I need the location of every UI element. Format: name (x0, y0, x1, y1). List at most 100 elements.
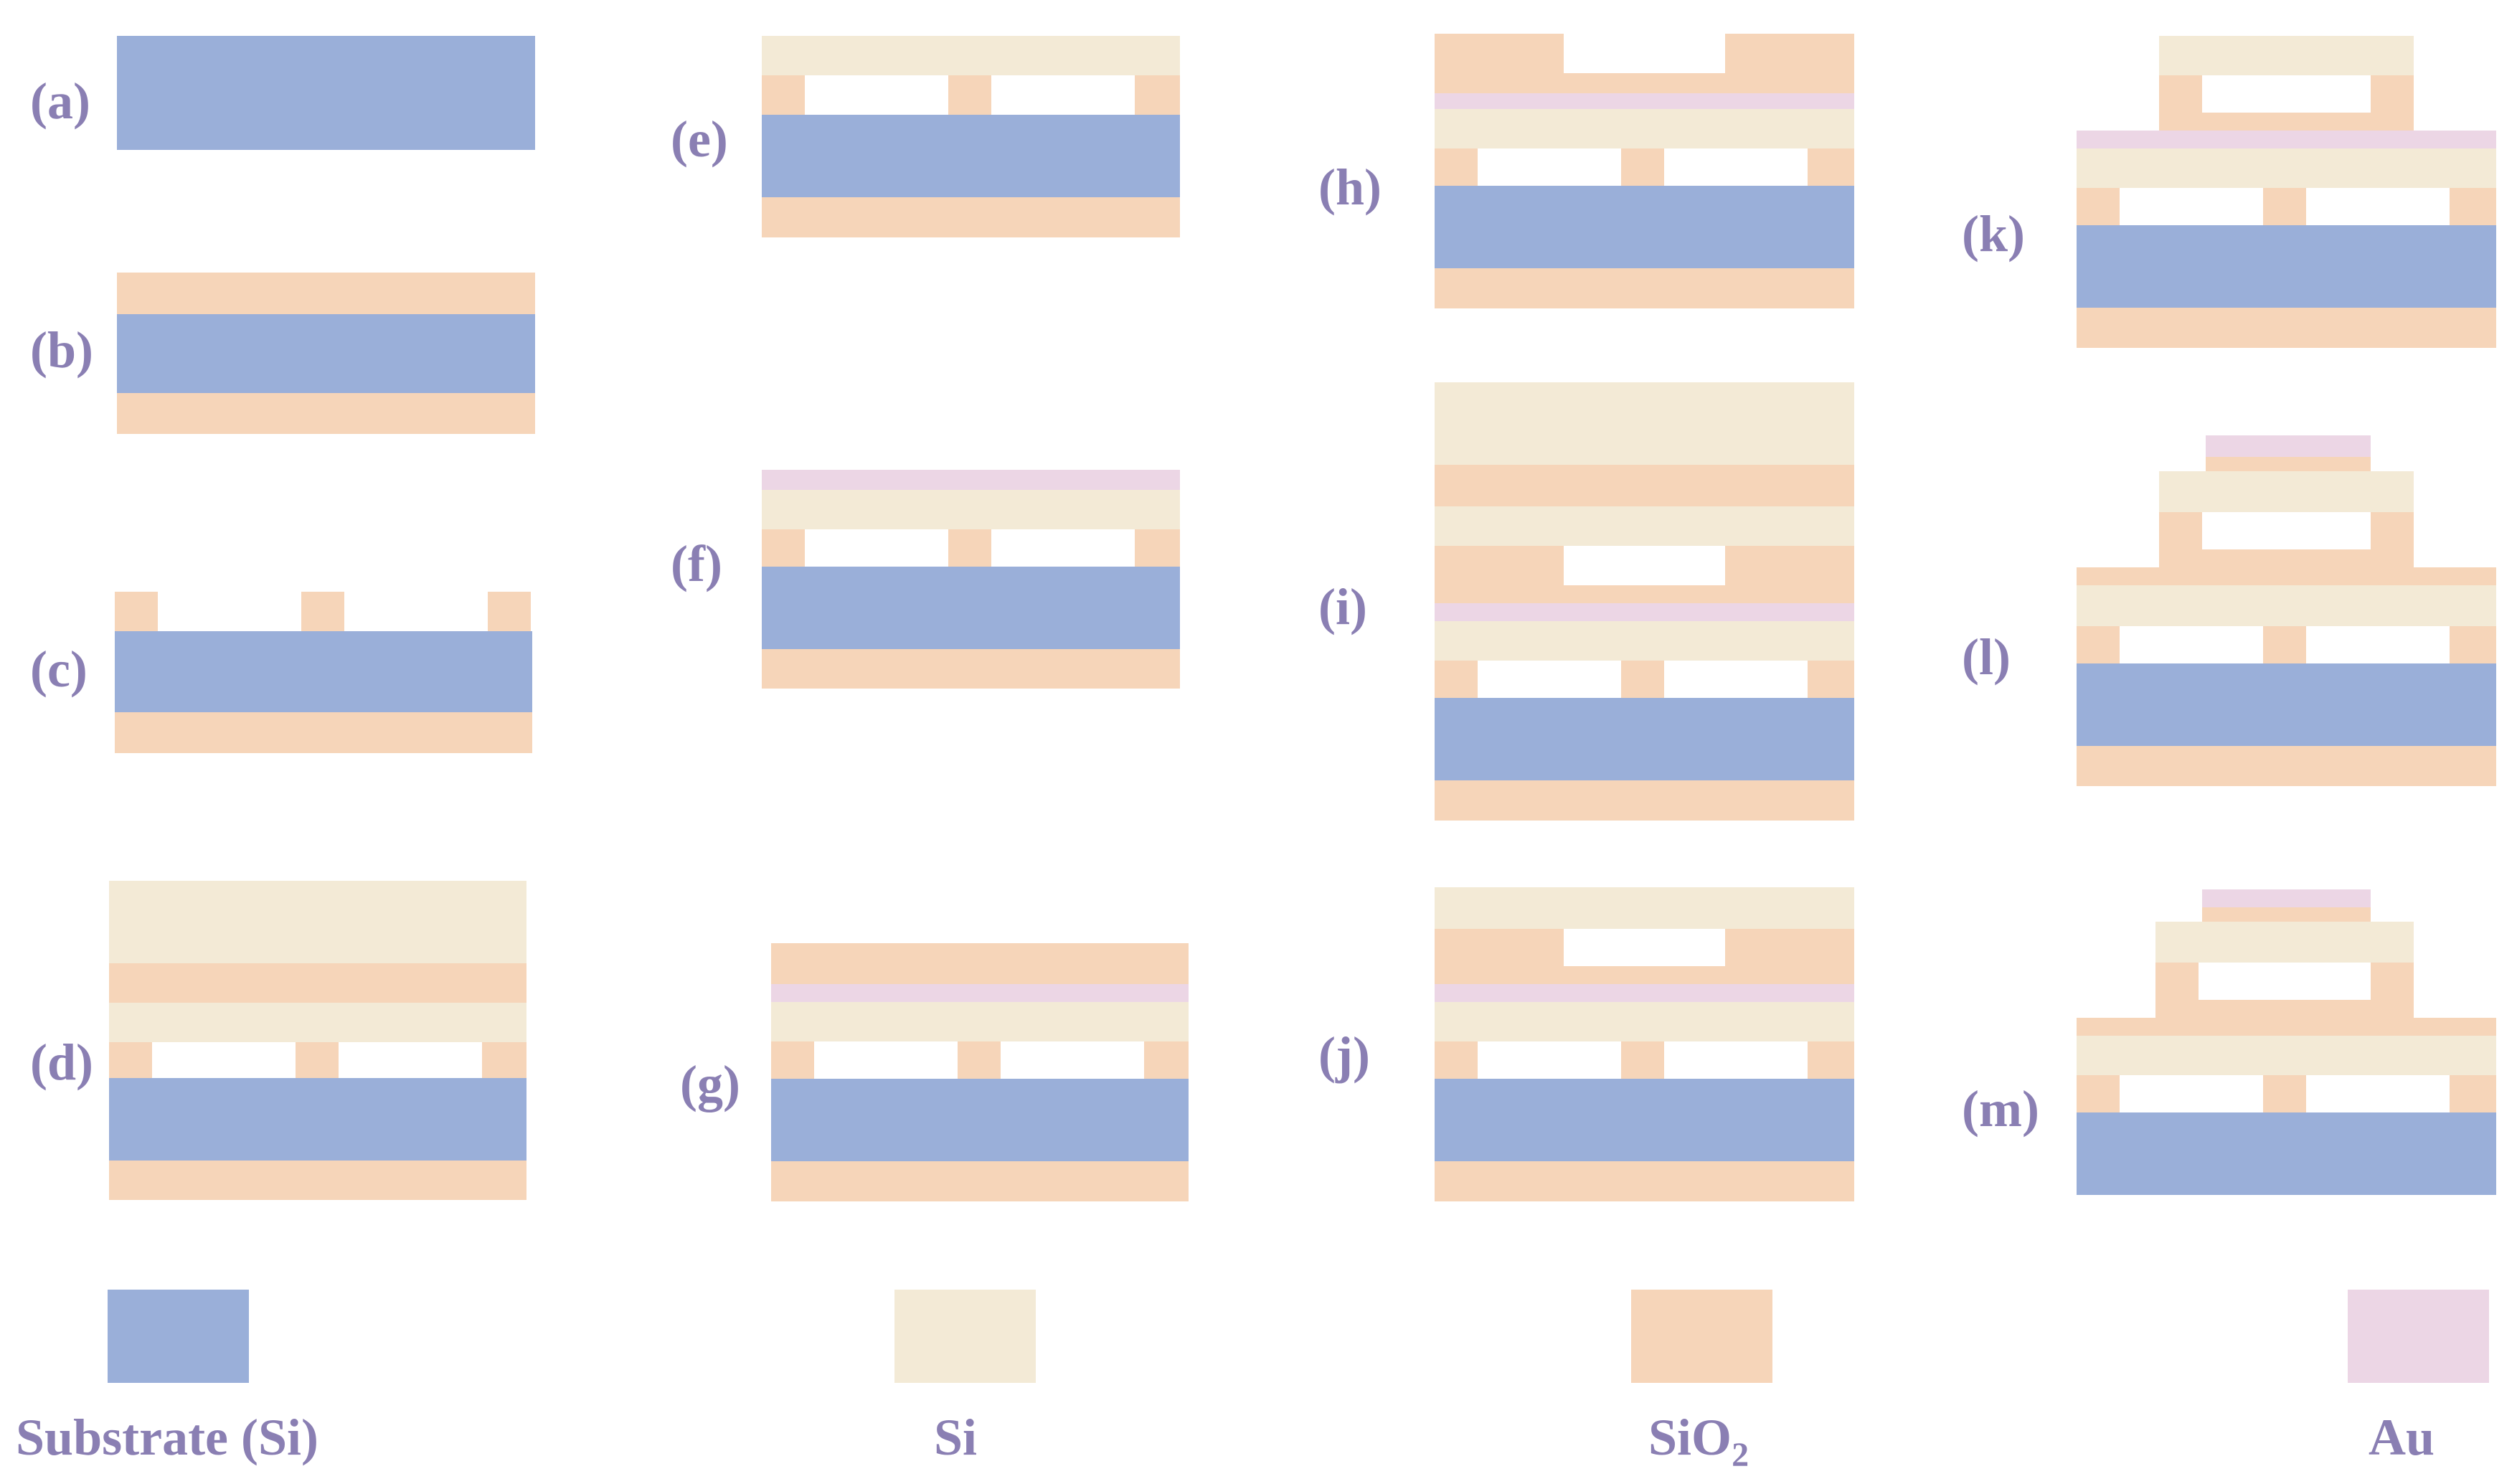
m-oxide-layer-upper (2155, 1000, 2414, 1018)
structure-m (2077, 889, 2496, 1195)
j-oxide-post-middle (1621, 1041, 1664, 1079)
h-si-membrane-layer (1435, 109, 1854, 148)
m-au-pad (2202, 889, 2371, 907)
k-oxide-anchor-left (2159, 75, 2202, 113)
g-oxide-post-left (771, 1041, 814, 1079)
g-oxide-post-right (1144, 1041, 1189, 1079)
k-si-bridge-layer (2159, 36, 2414, 75)
b-substrate-layer (117, 314, 535, 393)
a-substrate-layer (117, 36, 535, 150)
structure-a (117, 36, 535, 150)
f-oxide-post-left (762, 529, 805, 567)
b-oxide-bottom-layer (117, 393, 535, 434)
m-oxide-layer (2077, 1018, 2496, 1036)
k-oxide-post-middle (2263, 188, 2306, 225)
m-oxide-anchor-left (2155, 963, 2199, 1000)
j-oxide-right-block (1725, 929, 1854, 966)
i-oxide-post-left (1435, 661, 1478, 698)
structure-d (109, 881, 526, 1200)
h-oxide-top-right-block (1725, 34, 1854, 73)
i-oxide-post-right (1808, 661, 1854, 698)
j-oxide-layer (1435, 966, 1854, 984)
d-oxide-layer (109, 963, 526, 1003)
c-oxide-post-right (488, 592, 531, 631)
k-oxide-layer-upper (2159, 113, 2414, 131)
legend-label-substrate: Substrate (Si) (16, 1409, 318, 1466)
l-au-pad (2206, 435, 2371, 457)
legend-swatch-si (894, 1290, 1036, 1383)
j-substrate-layer (1435, 1079, 1854, 1161)
d-oxide-post-right (482, 1042, 526, 1078)
structure-l (2077, 435, 2496, 786)
i-oxide-post-middle (1621, 661, 1664, 698)
c-substrate-layer (115, 631, 532, 712)
f-oxide-post-middle (948, 529, 991, 567)
g-si-membrane-layer (771, 1002, 1189, 1041)
l-oxide-pad (2206, 457, 2371, 471)
e-substrate-layer (762, 115, 1180, 197)
g-oxide-top-layer (771, 943, 1189, 984)
step-label-a: (a) (30, 72, 90, 130)
f-substrate-layer (762, 567, 1180, 649)
legend: Substrate (Si) Si SiO2 Au (16, 1290, 2489, 1474)
structure-f (762, 470, 1180, 689)
e-si-membrane-layer (762, 36, 1180, 75)
l-oxide-post-left (2077, 626, 2120, 663)
structure-c (115, 592, 532, 753)
j-oxide-left-block (1435, 929, 1564, 966)
i-substrate-layer (1435, 698, 1854, 780)
i-oxide-right-block (1725, 546, 1854, 585)
i-si-top-layer (1435, 506, 1854, 546)
f-oxide-post-right (1135, 529, 1180, 567)
l-si-membrane-layer (2077, 585, 2496, 626)
l-si-bridge-layer (2159, 471, 2414, 512)
structure-i (1435, 382, 1854, 821)
k-au-layer (2077, 131, 2496, 148)
structure-b (117, 273, 535, 434)
structure-j (1435, 887, 1854, 1201)
e-oxide-post-right (1135, 75, 1180, 115)
j-oxide-post-left (1435, 1041, 1478, 1079)
f-oxide-bottom-layer (762, 649, 1180, 689)
c-oxide-bottom-layer (115, 712, 532, 753)
step-label-f: (f) (671, 535, 722, 592)
k-oxide-post-right (2450, 188, 2496, 225)
i-oxide-layer-lower (1435, 585, 1854, 603)
g-substrate-layer (771, 1079, 1189, 1161)
l-oxide-bottom-layer (2077, 746, 2496, 786)
legend-swatch-au (2348, 1290, 2489, 1383)
e-oxide-post-middle (948, 75, 991, 115)
c-oxide-post-middle (301, 592, 344, 631)
step-label-g: (g) (680, 1055, 740, 1112)
j-si-top-layer (1435, 887, 1854, 929)
step-label-h: (h) (1318, 159, 1382, 216)
g-oxide-bottom-layer (771, 1161, 1189, 1201)
m-oxide-post-right (2450, 1075, 2496, 1112)
h-oxide-top-left-block (1435, 34, 1564, 73)
b-oxide-top-layer (117, 273, 535, 314)
d-oxide-post-left (109, 1042, 152, 1078)
step-label-l: (l) (1962, 628, 2011, 686)
e-oxide-bottom-layer (762, 197, 1180, 237)
l-oxide-post-right (2450, 626, 2496, 663)
step-label-c: (c) (30, 641, 88, 698)
d-substrate-layer (109, 1078, 526, 1161)
step-label-k: (k) (1962, 205, 2025, 263)
j-si-membrane-layer (1435, 1002, 1854, 1041)
i-si-cap-layer (1435, 382, 1854, 465)
m-si-bridge-layer (2155, 922, 2414, 963)
m-oxide-post-middle (2263, 1075, 2306, 1112)
legend-label-sio2: SiO2 (1648, 1409, 1749, 1474)
legend-label-sio2-main: SiO (1648, 1409, 1732, 1466)
g-oxide-post-middle (958, 1041, 1001, 1079)
e-oxide-post-left (762, 75, 805, 115)
f-au-layer (762, 470, 1180, 490)
legend-label-au: Au (2369, 1409, 2435, 1466)
k-oxide-anchor-right (2371, 75, 2414, 113)
i-oxide-bottom-layer (1435, 780, 1854, 821)
g-au-layer (771, 984, 1189, 1002)
step-label-e: (e) (671, 110, 728, 168)
f-si-membrane-layer (762, 490, 1180, 529)
legend-swatch-substrate (108, 1290, 249, 1383)
